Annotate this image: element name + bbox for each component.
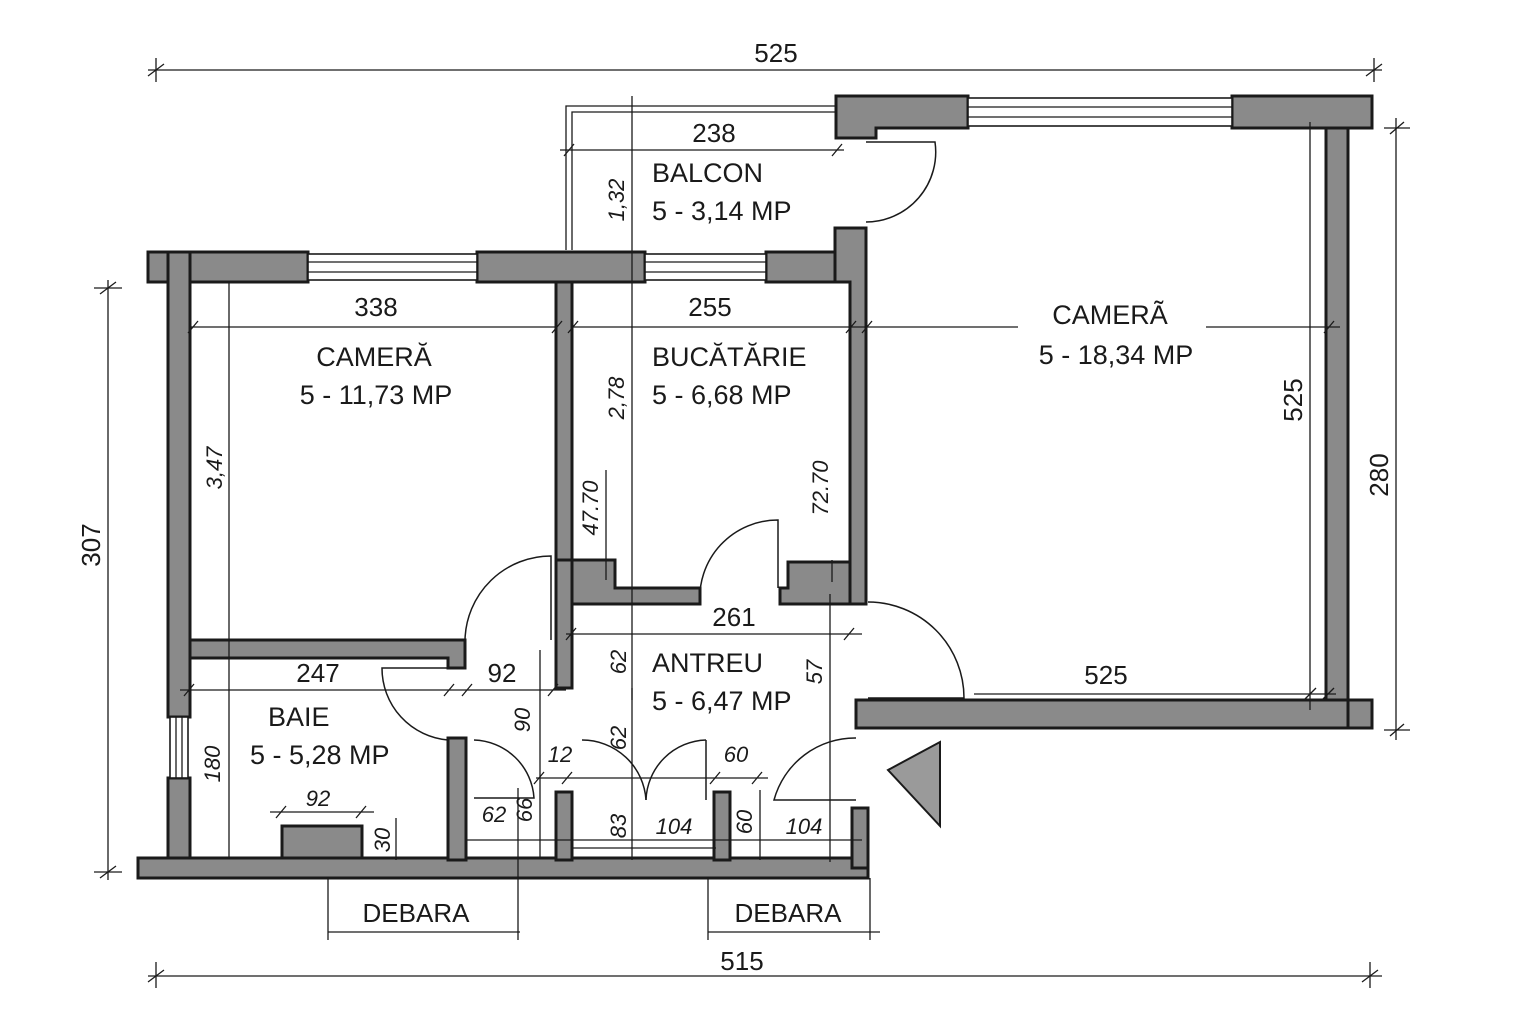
dim-bucatarie-height: 2,78 (604, 376, 629, 421)
room-camera-left-name: CAMERĂ (316, 342, 432, 372)
wall-top-left-2 (475, 250, 647, 284)
room-balcon-area: 5 - 3,14 MP (652, 196, 792, 226)
dim-debara1-66: 66 (512, 797, 537, 822)
dim-camera-right-height: 525 (1278, 378, 1308, 421)
dim-bucatarie-left: 47.70 (578, 480, 603, 536)
wall-baie-right (446, 736, 468, 862)
window-baie (169, 716, 189, 779)
wall-bucatarie-bottom-2 (778, 560, 852, 606)
windows (169, 97, 1233, 779)
door-bucatarie (699, 519, 779, 605)
door-camera-left (464, 555, 552, 641)
dim-hall-90: 90 (510, 707, 535, 732)
dim-hall-60a: 60 (724, 742, 749, 767)
wall-camera-right-bottom (854, 698, 1350, 730)
wall-right-corner (1346, 698, 1374, 730)
doors (381, 141, 965, 801)
room-camera-right-name: CAMERÃ (1052, 299, 1168, 330)
door-balcon (865, 141, 937, 223)
door-debara-2b (645, 739, 707, 801)
dim-bucatarie-width: 255 (688, 292, 731, 322)
door-debara-1 (473, 739, 535, 799)
wall-top-right-2 (1230, 94, 1374, 130)
wall-left-upper (166, 250, 192, 719)
room-balcon-name: BALCON (652, 158, 763, 188)
balcony-railing (565, 105, 836, 250)
room-debara-1-name: DEBARA (363, 898, 471, 928)
wall-debara-3 (850, 806, 870, 870)
dim-hall-12: 12 (548, 742, 572, 767)
dim-baie-niche: 92 (306, 786, 330, 811)
dim-antreu-b: 57 (802, 659, 827, 684)
dim-antreu-a: 62 (606, 650, 631, 674)
dim-baie-niche-depth: 30 (370, 827, 395, 852)
room-debara-2-name: DEBARA (735, 898, 843, 928)
dim-baie-height: 180 (200, 745, 225, 782)
dim-hall-62b: 62 (606, 726, 631, 750)
wall-debara-2 (712, 790, 732, 862)
room-antreu-name: ANTREU (652, 648, 763, 678)
entrance-arrow-icon (886, 740, 941, 829)
wall-camera-bucatarie (554, 280, 574, 562)
dim-debara1-62: 62 (482, 802, 506, 827)
window-camera-right (967, 97, 1233, 127)
wall-bucatarie-bottom-1 (570, 558, 702, 606)
room-camera-left-area: 5 - 11,73 MP (300, 380, 453, 410)
dim-debara3-60: 60 (732, 809, 757, 834)
wall-left-lower (166, 776, 192, 862)
wall-debara-1 (554, 790, 574, 862)
dim-antreu-width: 261 (712, 602, 755, 632)
room-bucatarie-name: BUCĂTĂRIE (652, 342, 807, 372)
wall-bottom (136, 856, 870, 880)
room-baie-area: 5 - 5,28 MP (250, 740, 390, 770)
dim-debara3-104: 104 (786, 814, 823, 839)
dim-left-height: 307 (76, 523, 106, 566)
room-baie-name: BAIE (268, 702, 330, 732)
door-baie (381, 667, 449, 741)
dim-top-total: 525 (754, 38, 797, 68)
window-camera-left (307, 253, 478, 281)
room-antreu-area: 5 - 6,47 MP (652, 686, 792, 716)
dim-camera-left-width: 338 (354, 292, 397, 322)
dim-bucatarie-right: 72.70 (808, 460, 833, 516)
wall-top-right-1 (834, 94, 970, 140)
door-debara-3 (773, 737, 857, 801)
walls (136, 94, 1374, 880)
dim-debara2-104: 104 (656, 814, 693, 839)
dim-right-height: 280 (1364, 453, 1394, 496)
window-bucatarie (644, 253, 767, 281)
dim-camera-left-height: 3,47 (202, 446, 227, 490)
wall-baie-niche (280, 824, 364, 860)
room-camera-right-area: 5 - 18,34 MP (1039, 340, 1194, 370)
room-bucatarie-area: 5 - 6,68 MP (652, 380, 792, 410)
labels: 525 515 307 280 238 1,32 BALCON 5 - 3,14… (76, 38, 1394, 976)
wall-hall-left (554, 558, 574, 690)
wall-right (1324, 126, 1350, 718)
dimension-lines (94, 58, 1410, 988)
dim-baie-width: 247 (296, 658, 339, 688)
dim-baie-door: 92 (488, 658, 517, 688)
dim-bottom-total: 515 (720, 946, 763, 976)
wall-bucatarie-right (833, 226, 868, 606)
dim-camera-right-width: 525 (1084, 660, 1127, 690)
dim-balcon-width: 238 (692, 118, 735, 148)
dim-debara2-83: 83 (606, 813, 631, 838)
door-camera-right (867, 601, 965, 699)
dim-balcon-depth: 1,32 (604, 179, 629, 222)
door-debara-2a (581, 739, 647, 801)
